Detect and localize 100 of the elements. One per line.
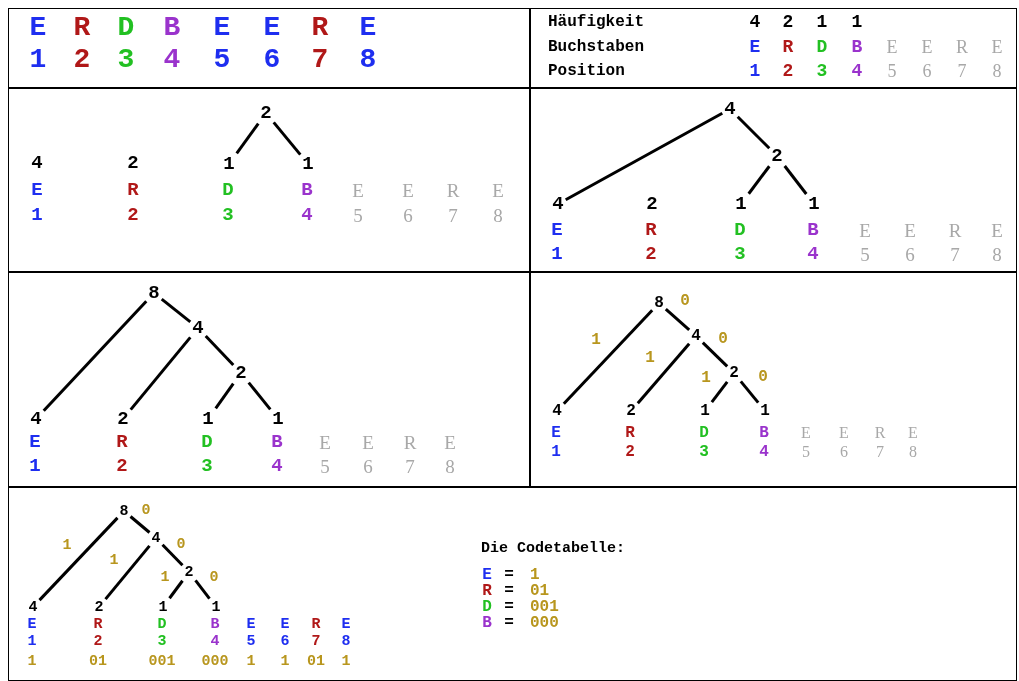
position-number: 4: [163, 46, 181, 74]
letter: B: [301, 180, 313, 200]
letter: E: [904, 220, 916, 240]
tree-branch: [161, 543, 184, 567]
letter: R: [116, 432, 128, 452]
frequency-number: 1: [816, 13, 828, 31]
position-number: 3: [734, 244, 746, 264]
panel: [8, 8, 530, 88]
letter: R: [948, 220, 962, 240]
position-number: 6: [922, 62, 932, 80]
position-number: 7: [448, 205, 458, 225]
leaf-frequency: 1: [700, 403, 710, 419]
tree-branch: [42, 300, 148, 412]
letter: E: [886, 38, 898, 56]
letter: D: [699, 425, 709, 441]
letter: E: [263, 14, 281, 42]
leaf-frequency: 1: [272, 409, 284, 429]
position-number: 2: [93, 633, 103, 649]
letter: E: [31, 180, 43, 200]
position-number: 8: [359, 46, 377, 74]
code-value: 1: [280, 653, 290, 669]
tree-node-weight: 2: [235, 363, 247, 383]
tree-branch: [194, 579, 211, 600]
letter: E: [359, 14, 377, 42]
position-number: 7: [876, 444, 884, 460]
tree-branch: [168, 579, 184, 600]
position-number: 8: [445, 456, 455, 476]
panel: [8, 272, 530, 487]
letter: E: [991, 38, 1003, 56]
tree-branch: [747, 165, 771, 195]
letter: B: [271, 432, 283, 452]
position-number: 7: [311, 46, 329, 74]
letter: D: [117, 14, 135, 42]
leaf-frequency: 1: [808, 194, 820, 214]
tree-branch: [701, 341, 729, 368]
position-number: 1: [749, 62, 761, 80]
letter: B: [759, 425, 769, 441]
row-heading: Häufigkeit: [548, 14, 644, 30]
position-number: 4: [271, 456, 283, 476]
tree-branch: [214, 382, 235, 410]
position-number: 7: [311, 633, 321, 649]
letter: B: [210, 616, 220, 632]
tree-node-weight: 2: [184, 564, 194, 580]
leaf-frequency: 2: [646, 194, 658, 214]
letter: R: [482, 583, 492, 599]
position-number: 5: [860, 244, 870, 264]
position-number: 3: [157, 633, 167, 649]
position-number: 2: [127, 205, 139, 225]
tree-node-weight: 2: [729, 365, 739, 381]
position-number: 5: [246, 633, 256, 649]
position-number: 8: [992, 244, 1002, 264]
equals-sign: =: [504, 599, 514, 615]
position-number: 4: [759, 444, 769, 460]
position-number: 5: [887, 62, 897, 80]
tree-branch: [235, 122, 260, 155]
code-value: 1: [530, 567, 540, 583]
code-value: 1: [246, 653, 256, 669]
letter: E: [341, 616, 351, 632]
position-number: 6: [263, 46, 281, 74]
letter: E: [482, 567, 492, 583]
letter: E: [213, 14, 231, 42]
position-number: 5: [320, 456, 330, 476]
panel: [530, 8, 1017, 88]
tree-node-weight: 4: [192, 318, 204, 338]
code-value: 001: [148, 653, 176, 669]
position-number: 1: [551, 244, 563, 264]
leaf-frequency: 1: [223, 154, 235, 174]
letter: R: [956, 38, 968, 56]
letter: R: [625, 425, 635, 441]
panel: [530, 272, 1017, 487]
frequency-number: 2: [782, 13, 794, 31]
tree-node-weight: 8: [148, 283, 160, 303]
position-number: 1: [551, 444, 561, 460]
letter: R: [874, 425, 886, 441]
tree-branch: [247, 381, 272, 411]
letter: D: [482, 599, 492, 615]
letter: D: [222, 180, 234, 200]
position-number: 4: [301, 205, 313, 225]
position-number: 8: [992, 62, 1002, 80]
letter: D: [157, 616, 167, 632]
position-number: 6: [840, 444, 848, 460]
letter: R: [782, 38, 794, 56]
position-number: 5: [802, 444, 810, 460]
tree-branch: [160, 297, 192, 324]
letter: R: [403, 432, 417, 452]
code-value: 01: [89, 653, 107, 669]
tree-node-weight: 4: [151, 530, 161, 546]
position-number: 2: [73, 46, 91, 74]
letter: E: [402, 180, 414, 200]
letter: E: [801, 425, 811, 441]
position-number: 7: [405, 456, 415, 476]
position-number: 2: [116, 456, 128, 476]
position-number: 2: [782, 62, 794, 80]
leaf-frequency: 4: [30, 409, 42, 429]
position-number: 7: [950, 244, 960, 264]
letter: E: [859, 220, 871, 240]
frequency-number: 4: [749, 13, 761, 31]
letter: D: [734, 220, 746, 240]
position-number: 3: [699, 444, 709, 460]
code-value: 000: [201, 653, 229, 669]
